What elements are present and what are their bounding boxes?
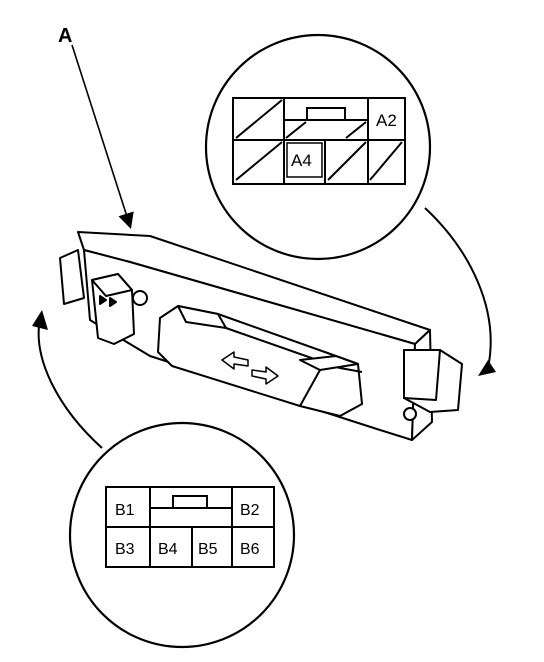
- connector-b-bubble: [68, 421, 296, 649]
- arrowhead-left: [32, 310, 48, 330]
- mounting-hole: [403, 407, 417, 421]
- pin-label-b5: B5: [198, 541, 218, 558]
- blank-cavity: [235, 99, 283, 139]
- knob-arrow-icon: [99, 295, 117, 307]
- callout-leader-arrow: [71, 44, 134, 230]
- knob-pivot: [132, 290, 148, 306]
- pin-label-b3: B3: [115, 541, 135, 558]
- pin-a4-cavity: [286, 142, 323, 178]
- switch-assembly: [59, 231, 463, 441]
- blank-cavity: [369, 141, 403, 181]
- pin-label-b1: B1: [115, 502, 135, 519]
- pin-label-b2: B2: [240, 502, 260, 519]
- pin-label-a4: A4: [291, 151, 312, 170]
- pin-label-a2: A2: [376, 111, 397, 130]
- blank-cavity: [235, 141, 283, 181]
- left-arrow-icon: [221, 351, 249, 370]
- connector-b: [105, 486, 275, 568]
- curved-arrow-left: [37, 317, 103, 449]
- connector-a-bubble: [204, 33, 432, 261]
- pin-label-b6: B6: [240, 541, 260, 558]
- callout-label-a: A: [58, 25, 72, 47]
- connector-b-latch: [172, 495, 208, 509]
- curved-arrow-right: [424, 207, 492, 369]
- arrowhead-right: [478, 360, 496, 376]
- left-rail: [59, 249, 85, 305]
- pin-label-b4: B4: [158, 541, 178, 558]
- right-arrow-icon: [251, 366, 279, 385]
- right-rail: [403, 349, 463, 413]
- blank-cavity: [327, 141, 367, 181]
- connector-a-latch: [306, 107, 346, 121]
- connector-a: [232, 97, 406, 185]
